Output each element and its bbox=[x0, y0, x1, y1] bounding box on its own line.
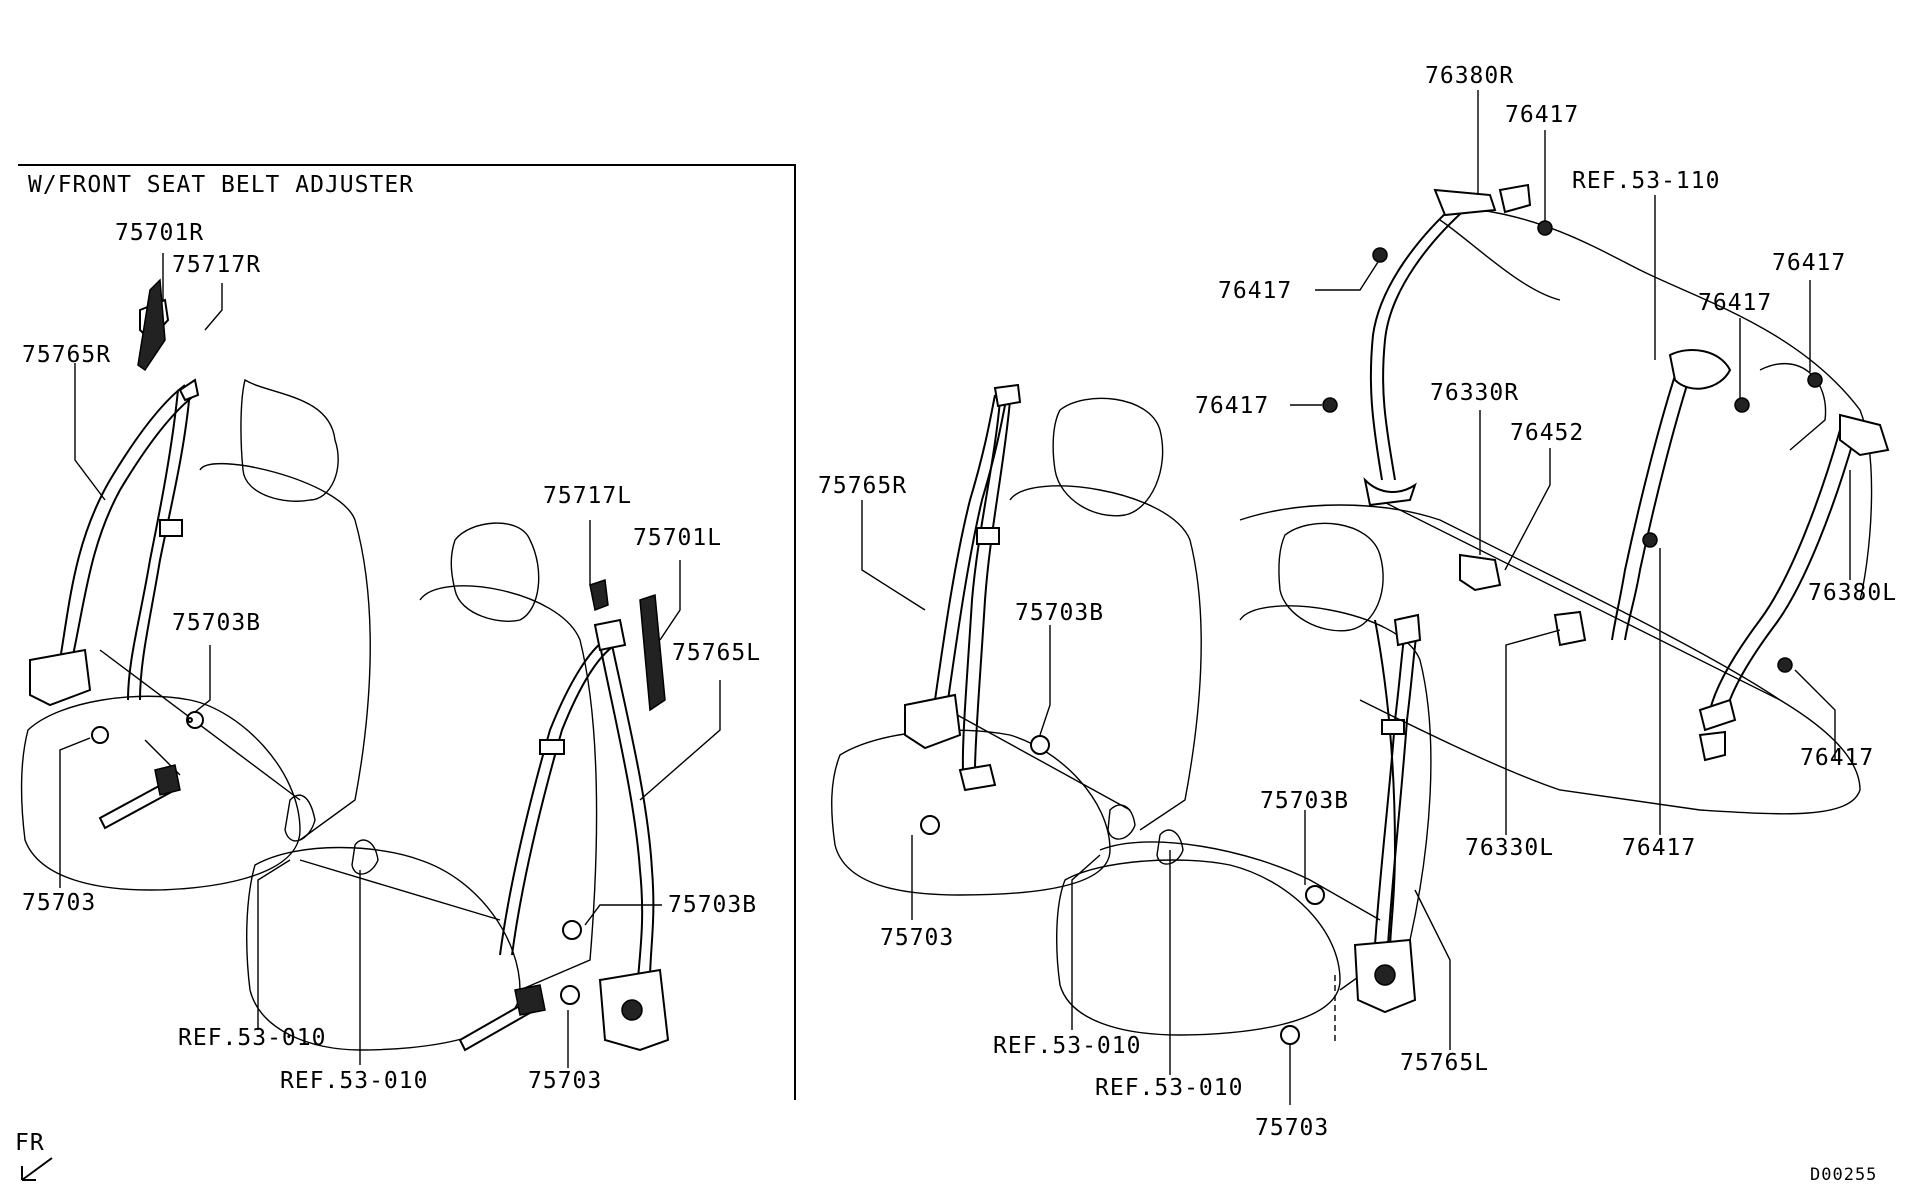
label-inset-75703-a: 75703 bbox=[22, 890, 96, 916]
label-inset-75703B-a: 75703B bbox=[172, 610, 261, 636]
inset-leader-lines bbox=[59, 253, 721, 1068]
label-front-75765L: 75765L bbox=[1400, 1050, 1489, 1076]
label-rear-76417-c: 76417 bbox=[1772, 250, 1846, 276]
label-inset-75765R: 75765R bbox=[22, 342, 111, 368]
label-inset-75717R: 75717R bbox=[172, 252, 261, 278]
label-rear-76452: 76452 bbox=[1510, 420, 1584, 446]
label-front-75703-b: 75703 bbox=[1255, 1115, 1329, 1141]
label-rear-76380R: 76380R bbox=[1425, 63, 1514, 89]
label-rear-76417-e: 76417 bbox=[1195, 393, 1269, 419]
front-left-seat bbox=[831, 397, 1202, 896]
front-seats-section: 75765R 75703B 75703 REF.53-010 REF.53-01… bbox=[818, 383, 1489, 1141]
inset-title: W/FRONT SEAT BELT ADJUSTER bbox=[28, 172, 414, 198]
fr-label: FR bbox=[15, 1130, 45, 1156]
label-inset-ref-53-010-b: REF.53-010 bbox=[280, 1068, 428, 1094]
front-direction-indicator: FR bbox=[15, 1130, 53, 1181]
front-arrow-icon bbox=[21, 1157, 53, 1181]
rear-right-belt-76380R bbox=[1363, 183, 1532, 507]
label-front-75703B-a: 75703B bbox=[1015, 600, 1104, 626]
front-right-belt-assembly bbox=[1280, 613, 1422, 1045]
label-rear-76417-f: 76417 bbox=[1800, 745, 1874, 771]
label-inset-75703B-b: 75703B bbox=[668, 892, 757, 918]
label-rear-76330R: 76330R bbox=[1430, 380, 1519, 406]
rear-bolts bbox=[1322, 220, 1823, 673]
label-inset-75765L: 75765L bbox=[672, 640, 761, 666]
inset-left-belt-assembly bbox=[29, 278, 204, 830]
diagram-code: D00255 bbox=[1810, 1165, 1877, 1185]
rear-seat-outline bbox=[1239, 209, 1873, 815]
label-front-75703-a: 75703 bbox=[880, 925, 954, 951]
inset-front-seat-belt-adjuster: W/FRONT SEAT BELT ADJUSTER bbox=[18, 164, 796, 1100]
front-leader-lines bbox=[861, 500, 1451, 1105]
label-rear-ref-53-110: REF.53-110 bbox=[1572, 168, 1720, 194]
label-rear-76417-d: 76417 bbox=[1698, 290, 1772, 316]
label-inset-75701L: 75701L bbox=[633, 525, 722, 551]
rear-leader-lines bbox=[1290, 90, 1851, 835]
inset-right-seat bbox=[246, 522, 598, 1051]
label-front-ref-53-010-b: REF.53-010 bbox=[1095, 1075, 1243, 1101]
label-front-75703B-b: 75703B bbox=[1260, 788, 1349, 814]
label-front-ref-53-010-a: REF.53-010 bbox=[993, 1033, 1141, 1059]
front-left-belt-assembly bbox=[904, 383, 1050, 835]
label-rear-76417-b: 76417 bbox=[1218, 278, 1292, 304]
inset-right-belt-assembly bbox=[187, 578, 670, 1052]
rear-seat-section: 76380R 76417 REF.53-110 76417 76417 7641… bbox=[1195, 63, 1897, 861]
label-inset-ref-53-010-a: REF.53-010 bbox=[178, 1025, 326, 1051]
label-inset-75701R: 75701R bbox=[115, 220, 204, 246]
label-front-75765R: 75765R bbox=[818, 473, 907, 499]
label-inset-75717L: 75717L bbox=[543, 483, 632, 509]
label-rear-76380L: 76380L bbox=[1808, 580, 1897, 606]
label-rear-76330L: 76330L bbox=[1465, 835, 1554, 861]
label-inset-75703-b: 75703 bbox=[528, 1068, 602, 1094]
front-right-seat bbox=[1056, 522, 1432, 1036]
inset-frame bbox=[18, 164, 796, 1100]
label-rear-76417-g: 76417 bbox=[1622, 835, 1696, 861]
label-rear-76417-a: 76417 bbox=[1505, 102, 1579, 128]
rear-left-belt-76380L bbox=[1698, 413, 1890, 762]
